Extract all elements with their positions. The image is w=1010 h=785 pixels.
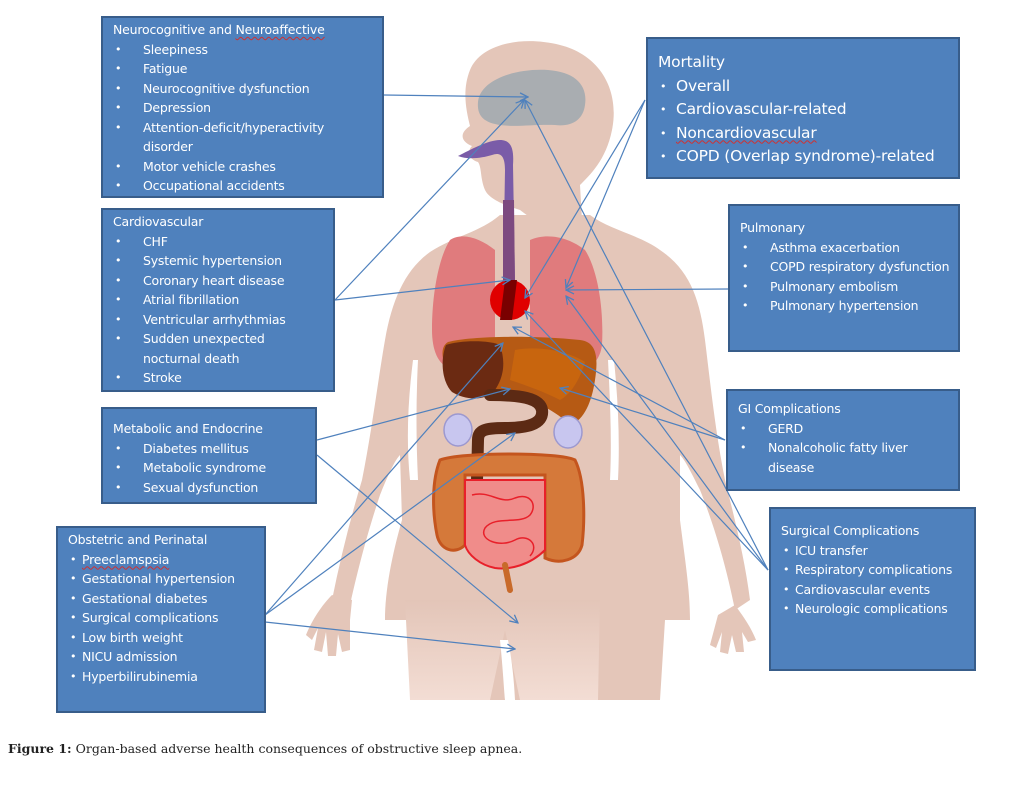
list-item: CHF (113, 232, 325, 252)
box-title: Neurocognitive and Neuroaffective (113, 22, 325, 37)
list-item: Stroke (113, 368, 325, 388)
list-item: Atrial fibrillation (113, 290, 325, 310)
box-cardiovascular: Cardiovascular CHF Systemic hypertension… (101, 208, 335, 392)
heart-vessel (500, 280, 517, 320)
list-item: Overall (658, 75, 948, 99)
list-item: Pulmonary hypertension (740, 296, 950, 316)
brain (477, 69, 586, 126)
caption-text: Organ-based adverse health consequences … (71, 741, 523, 756)
arm-gap-left (407, 360, 418, 480)
arrow-obstetric-heart (264, 343, 503, 616)
box-title: Obstetric and Perinatal (68, 532, 208, 547)
box-neurocognitive: Neurocognitive and Neuroaffective Sleepi… (101, 16, 384, 198)
list-item: Asthma exacerbation (740, 238, 950, 258)
list-item: Attention-deficit/hyperactivity disorder (113, 118, 374, 157)
kidney-left (443, 413, 473, 447)
list-item: Pulmonary embolism (740, 277, 950, 297)
list-item: Hyperbilirubinemia (68, 667, 256, 687)
list-item: Low birth weight (68, 628, 256, 648)
list-item: NICU admission (68, 647, 256, 667)
list-item: Gestational diabetes (68, 589, 256, 609)
box-metabolic-endocrine: Metabolic and Endocrine Diabetes mellitu… (101, 407, 317, 504)
box-obstetric-perinatal: Obstetric and Perinatal Preeclamspsia Ge… (56, 526, 266, 713)
arm-gap-right (608, 360, 619, 480)
arrow-cardio-brain (334, 100, 524, 301)
arrow-pulmonary-lung (566, 289, 729, 290)
kidney-right (553, 415, 583, 449)
leg-gap (500, 640, 515, 700)
list-item: Respiratory complications (781, 560, 966, 580)
figure-caption: Figure 1: Organ-based adverse health con… (8, 741, 522, 756)
arrow-surgical-brain (525, 100, 769, 571)
box-title: Surgical Complications (781, 523, 920, 538)
list-item: Depression (113, 98, 374, 118)
list-item: Sleepiness (113, 40, 374, 60)
rectum (502, 562, 513, 593)
list-item: Preeclamspsia (68, 550, 256, 570)
arrow-mortality-lung (566, 99, 646, 288)
arrow-obstetric-intestine (264, 433, 515, 616)
duodenum (470, 389, 549, 526)
left-hand (306, 595, 352, 656)
list-item: GERD (738, 419, 950, 439)
arrow-obstetric-pelvis (264, 621, 515, 649)
arrow-surgical-heart (525, 311, 769, 571)
box-title: GI Complications (738, 401, 841, 416)
trachea (503, 200, 515, 290)
list-item: Noncardiovascular (658, 122, 948, 146)
list-item: Metabolic syndrome (113, 458, 307, 478)
right-hand (710, 605, 756, 654)
box-gi-complications: GI Complications GERD Nonalcoholic fatty… (726, 389, 960, 491)
lungs (432, 236, 603, 368)
arrow-surgical-lung (566, 296, 769, 571)
list-item: Gestational hypertension (68, 569, 256, 589)
list-item: Fatigue (113, 59, 374, 79)
list-item: Ventricular arrhythmias (113, 310, 325, 330)
list-item: Coronary heart disease (113, 271, 325, 291)
caption-label: Figure 1: (8, 741, 72, 756)
colon (432, 452, 586, 563)
arrow-mortality-heart (525, 99, 646, 298)
list-item: Cardiovascular-related (658, 98, 948, 122)
list-item: Occupational accidents (113, 176, 374, 196)
list-item: Systemic hypertension (113, 251, 325, 271)
box-mortality: Mortality Overall Cardiovascular-related… (646, 37, 960, 179)
box-title: Cardiovascular (113, 214, 204, 229)
legs (405, 600, 600, 700)
box-title: Pulmonary (740, 220, 805, 235)
list-item: Surgical complications (68, 608, 256, 628)
list-item: Sexual dysfunction (113, 478, 307, 498)
arrow-metabolic-pelvis (316, 454, 518, 623)
arrow-cardio-heart (334, 280, 510, 301)
list-item: COPD (Overlap syndrome)-related (658, 145, 948, 169)
box-pulmonary: Pulmonary Asthma exacerbation COPD respi… (728, 204, 960, 352)
list-item: Motor vehicle crashes (113, 157, 374, 177)
list-item: Neurocognitive dysfunction (113, 79, 374, 99)
list-item: Neurologic complications (781, 599, 966, 619)
list-item: Nonalcoholic fatty liver disease (738, 438, 950, 477)
head (462, 41, 614, 225)
arrow-gi-liver (560, 388, 726, 441)
arrow-metabolic-stomach (316, 389, 510, 441)
list-item: Sudden unexpected nocturnal death (113, 329, 325, 368)
box-title: Mortality (658, 53, 725, 71)
list-item: Cardiovascular events (781, 580, 966, 600)
box-surgical-complications: Surgical Complications ICU transfer Resp… (769, 507, 976, 671)
list-item: COPD respiratory dysfunction (740, 257, 950, 277)
small-intestine (464, 479, 546, 570)
arrow-neuro-brain (383, 95, 528, 97)
list-item: ICU transfer (781, 541, 966, 561)
small-intestine-coils (471, 493, 535, 557)
stomach (442, 341, 504, 399)
connector-arrows (264, 95, 769, 649)
arrow-gi-esophagus (513, 327, 726, 441)
list-item: Diabetes mellitus (113, 439, 307, 459)
box-title: Metabolic and Endocrine (113, 421, 263, 436)
